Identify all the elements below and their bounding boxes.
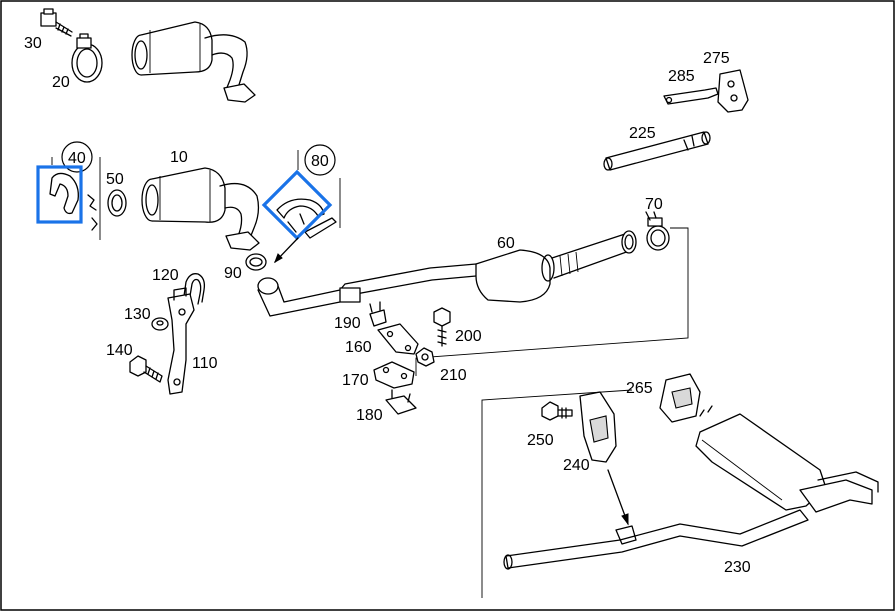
label-80: 80	[311, 153, 329, 170]
highlight-box-80	[261, 169, 333, 241]
part-180-bracket[interactable]: 180	[356, 389, 417, 424]
label-210: 210	[440, 367, 467, 384]
part-240-hanger[interactable]: 240	[563, 391, 629, 526]
part-20-clamp[interactable]: 20	[52, 33, 103, 91]
label-90: 90	[224, 265, 242, 282]
label-140: 140	[106, 342, 133, 359]
part-130-nut[interactable]: 130	[124, 306, 169, 331]
label-110: 110	[192, 355, 218, 372]
label-20: 20	[52, 74, 70, 91]
label-160: 160	[345, 339, 372, 356]
part-120-u-bolt[interactable]: 120	[152, 267, 206, 305]
part-265-rubber-mount[interactable]: 265	[626, 373, 701, 423]
part-10-converter[interactable]: 10	[141, 149, 260, 251]
part-40-bracket[interactable]: 40	[36, 141, 101, 240]
part-170-rubber-mount[interactable]: 170	[342, 361, 415, 389]
part-285-strap[interactable]: 285	[663, 68, 719, 105]
part-90-ring[interactable]: 90	[224, 253, 267, 282]
label-40: 40	[68, 150, 86, 167]
label-190: 190	[334, 315, 361, 332]
label-200: 200	[455, 328, 482, 345]
label-70: 70	[645, 196, 663, 213]
part-250-bolt[interactable]: 250	[527, 401, 573, 449]
label-230: 230	[724, 559, 751, 576]
part-140-bolt[interactable]: 140	[106, 342, 163, 383]
assembly-bracket-line-1	[415, 227, 689, 376]
label-30: 30	[24, 35, 42, 52]
label-265: 265	[626, 380, 653, 397]
part-200-bolt[interactable]: 200	[433, 307, 482, 347]
label-225: 225	[629, 125, 656, 142]
label-130: 130	[124, 306, 151, 323]
part-30-bolt[interactable]: 30	[24, 8, 73, 52]
part-275-rubber-mount[interactable]: 275	[703, 50, 749, 113]
label-180: 180	[356, 407, 383, 424]
part-230-rear-muffler[interactable]: 230	[503, 405, 879, 576]
part-110-hanger-bracket[interactable]: 110	[167, 287, 218, 395]
label-250: 250	[527, 432, 554, 449]
label-60: 60	[497, 235, 515, 252]
part-160-plate[interactable]: 160	[345, 323, 419, 356]
part-50-gasket[interactable]: 50	[106, 171, 127, 217]
part-upper-converter	[131, 21, 256, 103]
label-240: 240	[563, 457, 590, 474]
part-60-front-pipe[interactable]: 60	[257, 230, 637, 317]
label-170: 170	[342, 372, 369, 389]
part-80-bracket[interactable]: 80	[261, 144, 341, 264]
part-225-tailpipe[interactable]: 225	[603, 125, 711, 171]
assembly-bracket-line-2	[481, 389, 633, 598]
part-210-nut[interactable]: 210	[415, 347, 467, 384]
label-10: 10	[170, 149, 188, 166]
label-275: 275	[703, 50, 730, 67]
part-70-clamp[interactable]: 70	[645, 196, 670, 251]
highlight-box-40	[36, 165, 83, 224]
part-190-clip[interactable]: 190	[334, 301, 387, 332]
label-285: 285	[668, 68, 695, 85]
label-50: 50	[106, 171, 124, 188]
label-120: 120	[152, 267, 179, 284]
